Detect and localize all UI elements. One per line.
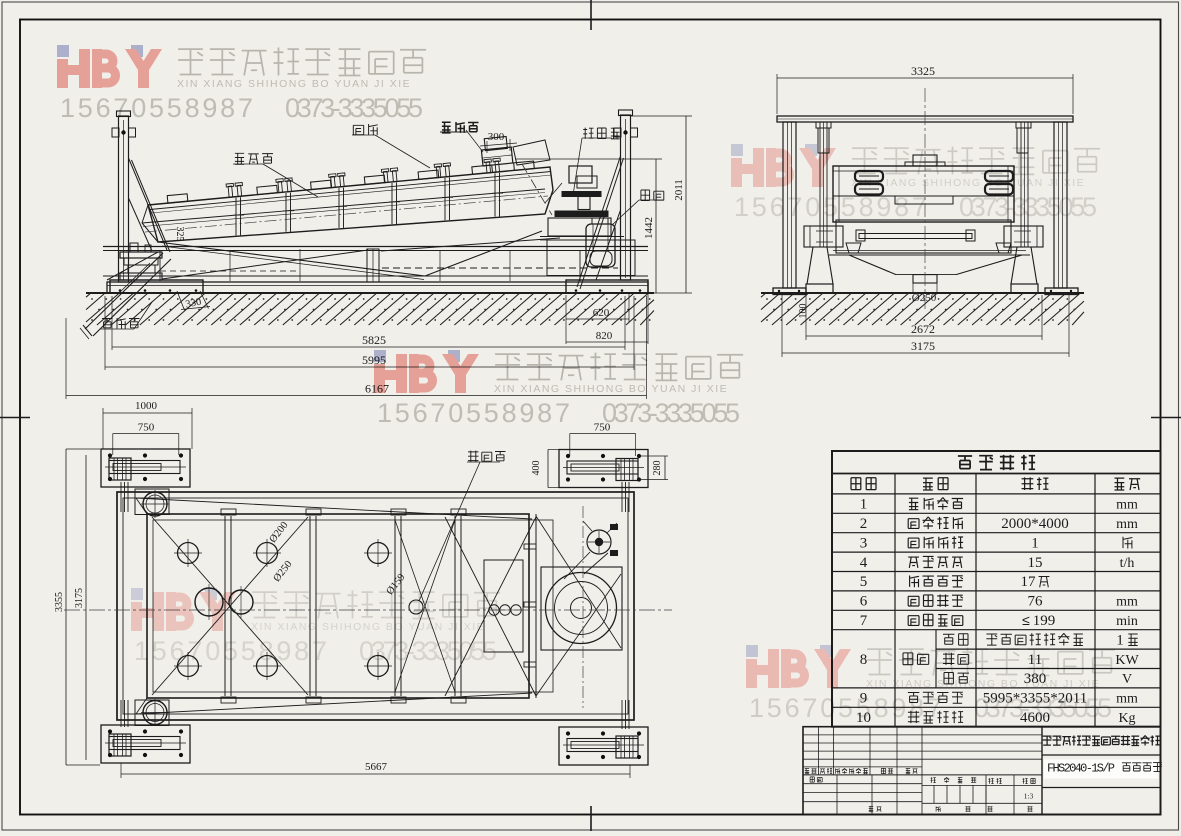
- svg-text:V: V: [1122, 672, 1132, 687]
- svg-text:17: 17: [1021, 574, 1037, 590]
- svg-text:1: 1: [1116, 632, 1124, 648]
- svg-text:750: 750: [594, 422, 611, 434]
- svg-text:Kg: Kg: [1118, 711, 1135, 726]
- svg-text:0373-3335055: 0373-3335055: [959, 192, 1097, 222]
- svg-text:820: 820: [596, 330, 613, 342]
- svg-text:1000: 1000: [135, 400, 158, 412]
- svg-text:15670558987: 15670558987: [377, 398, 570, 428]
- svg-text:2000*4000: 2000*4000: [1001, 516, 1069, 532]
- svg-text:1: 1: [1031, 535, 1039, 551]
- svg-text:7: 7: [860, 613, 868, 629]
- svg-text:4600: 4600: [1020, 710, 1050, 726]
- svg-text:0373-3335055: 0373-3335055: [359, 636, 497, 666]
- svg-text:2011: 2011: [673, 179, 685, 201]
- svg-text:mm: mm: [1116, 517, 1138, 532]
- svg-text:XIN XIANG SHIHONG BO YUAN JI X: XIN XIANG SHIHONG BO YUAN JI XIE: [177, 78, 411, 90]
- svg-text:3: 3: [860, 535, 868, 551]
- svg-text:5667: 5667: [365, 761, 388, 773]
- svg-text:XIN XIANG SHIHONG BO YUAN JI X: XIN XIANG SHIHONG BO YUAN JI XIE: [866, 678, 1100, 690]
- svg-text:4: 4: [860, 555, 868, 571]
- svg-text:750: 750: [138, 422, 155, 434]
- svg-text:KW: KW: [1115, 653, 1139, 668]
- svg-text:XIN XIANG SHIHONG BO YUAN JI X: XIN XIANG SHIHONG BO YUAN JI XIE: [494, 383, 728, 395]
- svg-text:6: 6: [860, 594, 868, 610]
- svg-text:300: 300: [488, 131, 505, 143]
- svg-text:3325: 3325: [911, 64, 935, 78]
- svg-text:0373-3335055: 0373-3335055: [974, 693, 1112, 723]
- svg-text:15670558987: 15670558987: [60, 93, 253, 123]
- svg-text:15670558987: 15670558987: [734, 192, 927, 222]
- svg-text:15670558987: 15670558987: [134, 636, 327, 666]
- svg-text:8: 8: [860, 652, 868, 668]
- svg-text:3175: 3175: [911, 339, 935, 353]
- svg-text:mm: mm: [1116, 595, 1138, 610]
- svg-text:15670558987: 15670558987: [749, 693, 942, 723]
- svg-text:mm: mm: [1116, 498, 1138, 513]
- svg-text:t/h: t/h: [1120, 556, 1135, 571]
- svg-text:3175: 3175: [74, 588, 85, 608]
- svg-text:XIN XIANG SHIHONG BO YUAN JI X: XIN XIANG SHIHONG BO YUAN JI XIE: [251, 621, 485, 633]
- svg-text:2: 2: [860, 516, 868, 532]
- svg-text:min: min: [1116, 614, 1138, 629]
- svg-text:100: 100: [798, 304, 809, 319]
- svg-text:1:3: 1:3: [1024, 792, 1034, 801]
- svg-text:10: 10: [856, 710, 871, 726]
- svg-text:5: 5: [860, 574, 868, 590]
- svg-text:400: 400: [531, 461, 542, 476]
- svg-text:0373-3335055: 0373-3335055: [285, 93, 423, 123]
- svg-text:280: 280: [652, 461, 663, 476]
- svg-text:0373-3335055: 0373-3335055: [602, 398, 740, 428]
- svg-text:mm: mm: [1116, 692, 1138, 707]
- svg-text:Ø250: Ø250: [912, 292, 937, 304]
- svg-text:5995*3355*2011: 5995*3355*2011: [983, 691, 1087, 707]
- svg-text:XIN XIANG SHIHONG BO YUAN JI X: XIN XIANG SHIHONG BO YUAN JI XIE: [851, 177, 1085, 189]
- svg-text:9: 9: [860, 691, 868, 707]
- svg-text:FHS2040-1S/P: FHS2040-1S/P: [1047, 762, 1115, 776]
- svg-text:1442: 1442: [643, 217, 655, 239]
- svg-text:330: 330: [185, 297, 203, 311]
- svg-text:1: 1: [860, 497, 868, 513]
- svg-text:15: 15: [1028, 555, 1043, 571]
- svg-text:5825: 5825: [362, 333, 386, 347]
- svg-text:3355: 3355: [54, 592, 65, 612]
- svg-text:2672: 2672: [911, 322, 935, 336]
- svg-text:≤: ≤: [1022, 612, 1030, 628]
- svg-text:620: 620: [593, 307, 610, 319]
- svg-text:199: 199: [1033, 613, 1056, 629]
- svg-text:76: 76: [1028, 594, 1044, 610]
- svg-text:325: 325: [174, 227, 185, 242]
